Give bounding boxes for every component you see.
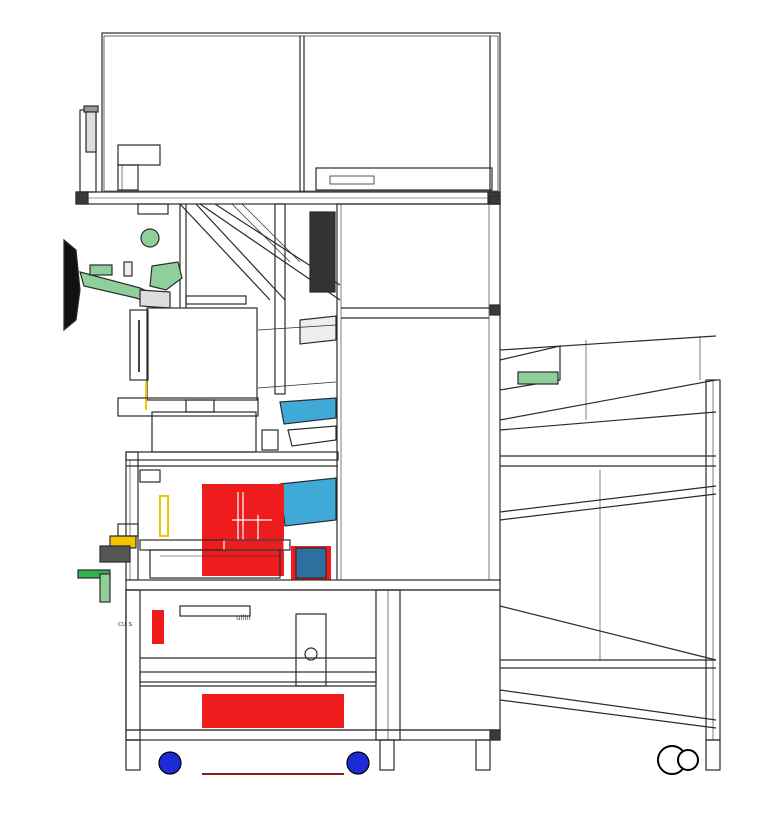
inner-conveyor [257, 315, 337, 527]
small-label-mid: ullln [236, 614, 251, 622]
small-label-left: cu s [118, 620, 133, 628]
middle-cabinet [336, 195, 501, 585]
lower-frame [125, 579, 501, 741]
support-columns [137, 203, 187, 310]
upper-cabinet [101, 32, 501, 194]
caster-wheel-icon [158, 751, 182, 775]
deck-plate [139, 539, 327, 579]
diagonal-braces [179, 203, 341, 395]
sensor-icon [140, 228, 160, 248]
right-conveyor-frame [499, 335, 721, 741]
casters [125, 739, 721, 775]
label-dispenser [117, 307, 259, 453]
sensor-arm [63, 228, 247, 332]
motor-icon [295, 547, 327, 579]
side-gripper [77, 495, 169, 603]
shelf-beam [75, 105, 501, 205]
middle-rails [125, 451, 339, 581]
caster-wheel-icon [346, 751, 370, 775]
